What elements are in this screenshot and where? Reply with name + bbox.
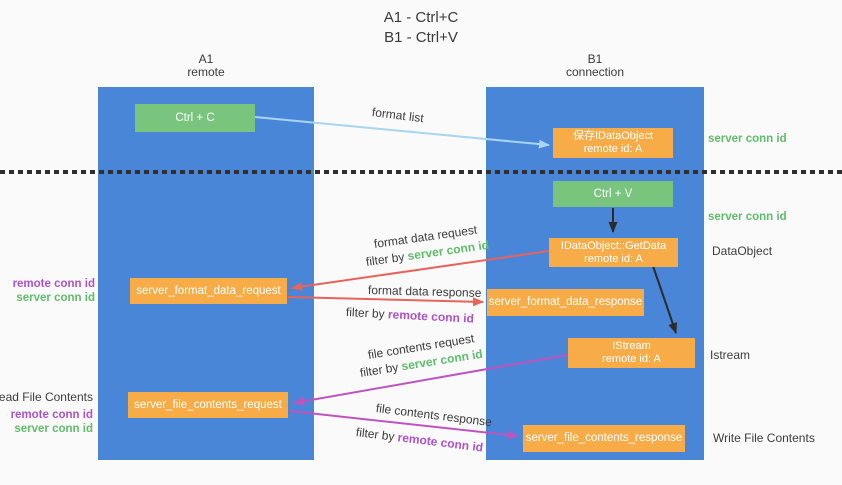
title-line-1: A1 - Ctrl+C	[383, 9, 459, 26]
read-file-contents-annotation: Read File Contents	[0, 390, 93, 404]
title-line-2: B1 - Ctrl+V	[384, 29, 458, 46]
left-column-header: A1 remote	[98, 53, 314, 79]
format-data-request-arrow	[291, 250, 550, 292]
server-format-data-request-label: server_format_data_request	[136, 284, 281, 297]
getdata-line1: IDataObject::GetData	[560, 239, 667, 252]
remote-conn-id-annotation: remote conn id	[10, 409, 93, 421]
ctrl-v-label: Ctrl + V	[593, 187, 633, 200]
save-idataobject-node: 保存IDataObject remote id: A	[553, 128, 673, 158]
left-column-name: A1	[198, 52, 214, 66]
left-column-role: remote	[187, 65, 225, 79]
right-column-role: connection	[565, 65, 625, 79]
page-title: A1 - Ctrl+C B1 - Ctrl+V	[0, 8, 842, 48]
getdata-to-istream-arrow	[652, 265, 678, 334]
file-contents-response-arrow	[289, 410, 519, 440]
filter-by-text: filter by	[345, 305, 389, 322]
session-divider-dotted-line	[0, 170, 842, 174]
server-format-data-request-node: server_format_data_request	[130, 278, 287, 304]
server-conn-id-annotation: server conn id	[14, 423, 93, 435]
save-idataobject-line1: 保存IDataObject	[572, 130, 654, 142]
istream-annotation: Istream	[710, 348, 751, 362]
write-file-contents-annotation: Write File Contents	[713, 431, 815, 445]
server-conn-id-annotation-top: server conn id	[708, 133, 787, 145]
save-idataobject-line2: remote id: A	[583, 143, 643, 155]
file-contents-request-arrow	[293, 354, 568, 406]
format-list-arrow	[254, 116, 550, 149]
server-conn-id-annotation: server conn id	[16, 292, 95, 304]
ctrl-c-node: Ctrl + C	[135, 104, 255, 132]
file-request-conn-ids: remote conn id server conn id	[11, 408, 93, 436]
right-column-header: B1 connection	[486, 53, 704, 79]
getdata-node: IDataObject::GetData remote id: A	[549, 238, 678, 267]
format-data-response-arrow	[287, 296, 484, 307]
getdata-line2: remote id: A	[584, 252, 643, 265]
format-data-response-label: format data response	[367, 283, 482, 300]
remote-conn-id-annotation: remote conn id	[12, 278, 95, 290]
server-file-contents-request-node: server_file_contents_request	[128, 392, 288, 418]
ctrl-v-node: Ctrl + V	[553, 181, 673, 207]
right-column-name: B1	[587, 52, 603, 66]
server-conn-id-annotation-mid: server conn id	[708, 211, 787, 223]
istream-line2: remote id: A	[602, 353, 661, 365]
server-file-contents-request-label: server_file_contents_request	[134, 398, 282, 411]
server-format-data-response-label: server_format_data_response	[488, 296, 643, 308]
server-format-data-response-node: server_format_data_response	[487, 289, 644, 316]
dataobject-annotation: DataObject	[712, 244, 773, 258]
istream-line1: IStream	[612, 340, 651, 352]
istream-node: IStream remote id: A	[568, 338, 695, 368]
server-file-contents-response-node: server_file_contents_response	[523, 425, 685, 452]
format-request-conn-ids: remote conn id server conn id	[13, 277, 95, 305]
server-file-contents-response-label: server_file_contents_response	[525, 432, 683, 444]
ctrl-c-label: Ctrl + C	[175, 111, 215, 124]
